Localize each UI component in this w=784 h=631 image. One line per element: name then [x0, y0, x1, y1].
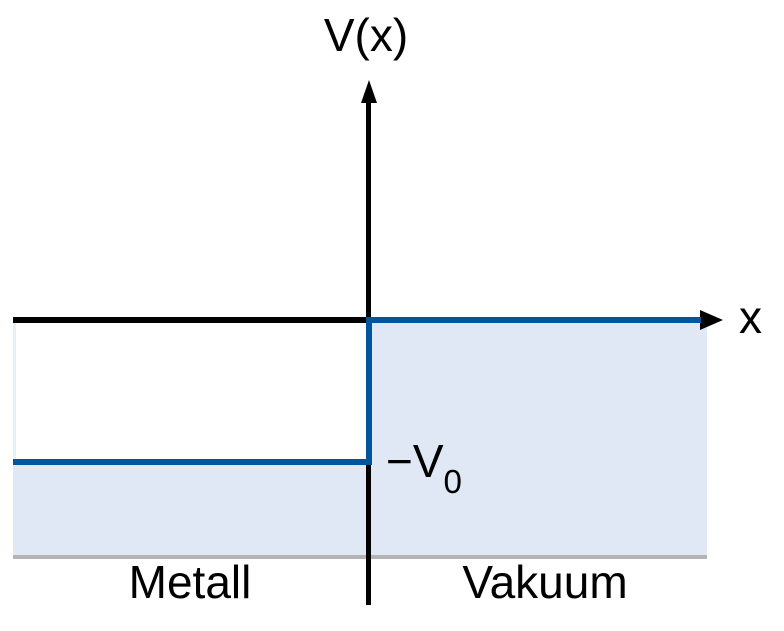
potential-curve-vacuum-segment [366, 317, 701, 323]
arrow-up-icon [361, 80, 377, 103]
y-axis-label: V(x) [323, 9, 409, 61]
vacuum-shaded-region [366, 323, 707, 557]
shading-left-edge [13, 323, 16, 465]
baseline [13, 555, 707, 559]
potential-curve-metal-segment [13, 459, 372, 465]
metal-shaded-region [13, 465, 366, 557]
potential-depth-label-main: −V [386, 435, 444, 487]
vacuum-region-label: Vakuum [462, 556, 628, 608]
x-axis-line [13, 317, 701, 323]
metal-region-label: Metall [128, 556, 252, 608]
x-axis-label: x [739, 291, 762, 343]
potential-depth-label-sub: 0 [443, 464, 462, 502]
arrow-right-icon [700, 310, 723, 330]
potential-curve-step-segment [366, 317, 372, 465]
potential-depth-label: −V0 [386, 435, 462, 500]
